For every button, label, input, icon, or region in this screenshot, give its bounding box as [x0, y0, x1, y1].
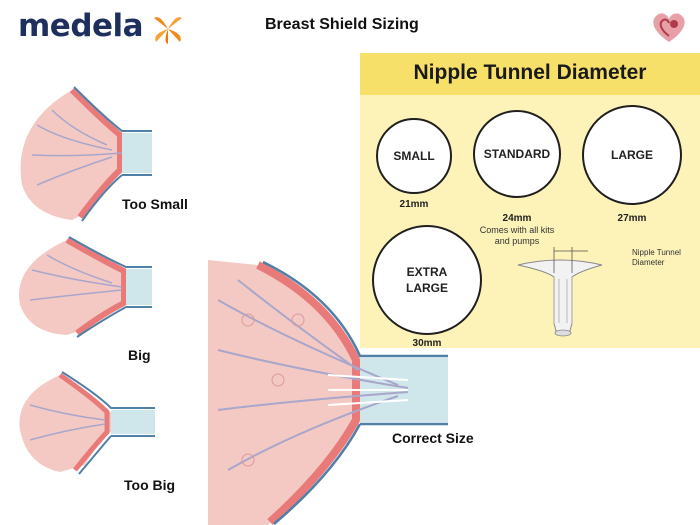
size-circle-standard: STANDARD: [473, 110, 561, 198]
medela-flower-icon: [154, 17, 182, 44]
tunnel-diameter-label: Nipple Tunnel Diameter: [632, 248, 681, 267]
breast-diagram-too-small: [20, 86, 152, 222]
size-mm: 21mm: [399, 199, 429, 210]
diagram-label: Big: [128, 347, 151, 363]
diagram-label: Too Small: [122, 196, 188, 212]
size-label: EXTRA LARGE: [406, 265, 448, 295]
breast-diagram-big: [18, 236, 152, 338]
size-mm: 24mm: [502, 213, 532, 224]
breast-diagram-too-big: [19, 371, 155, 475]
card-header: Nipple Tunnel Diameter: [360, 53, 700, 95]
size-label: STANDARD: [483, 147, 551, 161]
heart-logo-icon: [653, 13, 685, 42]
card-title: Nipple Tunnel Diameter: [413, 61, 647, 84]
breast-diagram-correct-size: [208, 260, 448, 525]
size-note: Comes with all kits and pumps: [479, 225, 555, 246]
shield-tunnel-sketch: [517, 247, 603, 337]
size-label: SMALL: [393, 149, 435, 163]
size-circle-small: SMALL: [376, 118, 452, 194]
page-title: Breast Shield Sizing: [265, 16, 419, 33]
diagram-label: Correct Size: [392, 430, 474, 446]
size-mm: 27mm: [617, 213, 647, 224]
medela-logo-text: medela: [18, 8, 144, 44]
diagram-label: Too Big: [124, 477, 176, 493]
size-mm: 30mm: [412, 338, 442, 349]
size-label: LARGE: [611, 148, 653, 162]
size-circle-extra-large: EXTRA LARGE: [372, 225, 482, 335]
size-circle-large: LARGE: [582, 105, 682, 205]
nipple-tunnel-card: Nipple Tunnel Diameter SMALL 21mm STANDA…: [360, 53, 700, 349]
